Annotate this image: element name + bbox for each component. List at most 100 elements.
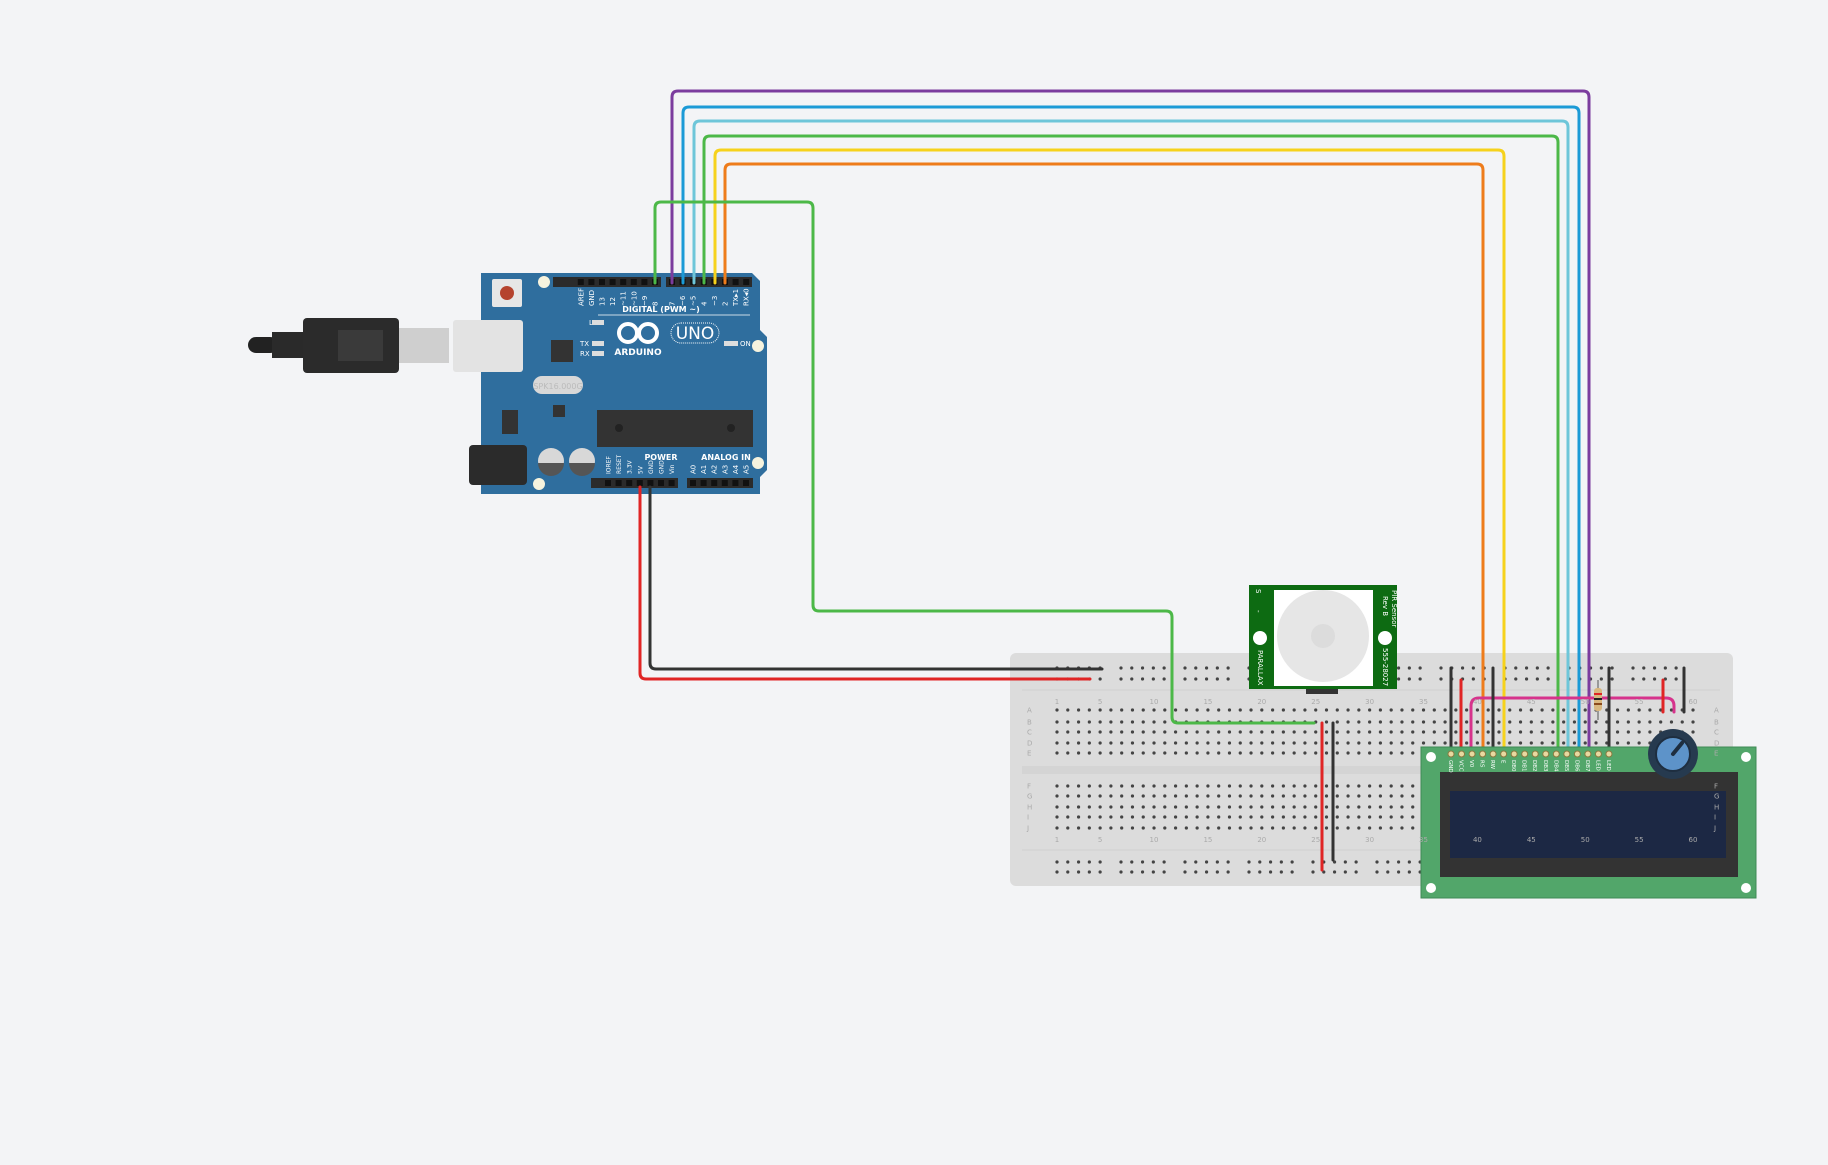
breadboard-hole[interactable] xyxy=(1432,741,1436,745)
breadboard-hole[interactable] xyxy=(1184,815,1188,819)
breadboard-hole[interactable] xyxy=(1055,730,1059,734)
breadboard-hole[interactable] xyxy=(1271,741,1275,745)
breadboard-hole[interactable] xyxy=(1163,794,1167,798)
breadboard-hole[interactable] xyxy=(1637,720,1641,724)
breadboard-hole[interactable] xyxy=(1173,730,1178,734)
breadboard-hole[interactable] xyxy=(1400,815,1404,819)
breadboard-hole[interactable] xyxy=(1303,815,1307,819)
breadboard-hole[interactable] xyxy=(1637,741,1641,745)
breadboard-hole[interactable] xyxy=(1109,805,1113,809)
breadboard-hole[interactable] xyxy=(1432,708,1436,712)
breadboard-hole[interactable] xyxy=(1163,741,1167,745)
breadboard-hole[interactable] xyxy=(1562,720,1566,724)
breadboard-hole[interactable] xyxy=(1141,730,1145,734)
breadboard-hole[interactable] xyxy=(1411,741,1415,745)
header-pin[interactable] xyxy=(732,480,739,486)
breadboard-hole[interactable] xyxy=(1130,826,1135,830)
power-rail-hole[interactable] xyxy=(1204,860,1209,864)
breadboard-hole[interactable] xyxy=(1130,730,1135,734)
power-rail-hole[interactable] xyxy=(1268,860,1273,864)
breadboard-hole[interactable] xyxy=(1281,751,1285,755)
breadboard-hole[interactable] xyxy=(1076,730,1081,734)
breadboard-hole[interactable] xyxy=(1648,708,1652,712)
breadboard-hole[interactable] xyxy=(1109,815,1113,819)
breadboard-hole[interactable] xyxy=(1314,794,1318,798)
breadboard-hole[interactable] xyxy=(1508,741,1512,745)
header-pin[interactable] xyxy=(721,480,728,486)
lcd-pin[interactable] xyxy=(1489,750,1497,758)
breadboard-hole[interactable] xyxy=(1335,784,1339,788)
breadboard-hole[interactable] xyxy=(1217,826,1221,830)
wire-green[interactable] xyxy=(702,134,1560,750)
breadboard-hole[interactable] xyxy=(1454,730,1458,734)
breadboard-hole[interactable] xyxy=(1615,730,1620,734)
power-rail-hole[interactable] xyxy=(1652,677,1657,681)
breadboard-hole[interactable] xyxy=(1475,730,1480,734)
power-rail-hole[interactable] xyxy=(1087,870,1091,874)
breadboard-hole[interactable] xyxy=(1120,751,1124,755)
power-rail-hole[interactable] xyxy=(1535,677,1539,681)
breadboard-hole[interactable] xyxy=(1184,794,1188,798)
breadboard-hole[interactable] xyxy=(1217,751,1221,755)
power-rail-hole[interactable] xyxy=(1151,860,1155,864)
breadboard-hole[interactable] xyxy=(1518,741,1523,745)
breadboard-hole[interactable] xyxy=(1227,805,1232,809)
power-rail-hole[interactable] xyxy=(1311,860,1315,864)
breadboard-hole[interactable] xyxy=(1572,741,1577,745)
breadboard-hole[interactable] xyxy=(1378,784,1382,788)
breadboard-hole[interactable] xyxy=(1497,720,1501,724)
power-rail-hole[interactable] xyxy=(1546,666,1550,670)
breadboard-hole[interactable] xyxy=(1637,730,1641,734)
breadboard-hole[interactable] xyxy=(1087,826,1091,830)
power-rail-hole[interactable] xyxy=(1674,677,1678,681)
breadboard-hole[interactable] xyxy=(1400,751,1404,755)
breadboard-hole[interactable] xyxy=(1411,794,1415,798)
breadboard-hole[interactable] xyxy=(1400,826,1404,830)
lcd-pin[interactable] xyxy=(1521,750,1529,758)
breadboard-hole[interactable] xyxy=(1292,708,1296,712)
breadboard-hole[interactable] xyxy=(1098,815,1102,819)
breadboard-hole[interactable] xyxy=(1454,741,1458,745)
breadboard-hole[interactable] xyxy=(1378,794,1382,798)
power-rail-hole[interactable] xyxy=(1098,860,1102,864)
breadboard-hole[interactable] xyxy=(1389,720,1393,724)
breadboard-hole[interactable] xyxy=(1152,720,1156,724)
breadboard-hole[interactable] xyxy=(1368,805,1372,809)
breadboard-hole[interactable] xyxy=(1626,720,1630,724)
breadboard-hole[interactable] xyxy=(1637,708,1641,712)
breadboard-hole[interactable] xyxy=(1281,784,1285,788)
power-rail-hole[interactable] xyxy=(1247,870,1251,874)
breadboard-hole[interactable] xyxy=(1486,741,1490,745)
breadboard-hole[interactable] xyxy=(1152,730,1156,734)
breadboard-hole[interactable] xyxy=(1368,794,1372,798)
breadboard-hole[interactable] xyxy=(1141,815,1145,819)
wire-lcd-v0[interactable] xyxy=(1469,696,1676,750)
breadboard-hole[interactable] xyxy=(1163,730,1167,734)
breadboard-hole[interactable] xyxy=(1411,720,1415,724)
breadboard-hole[interactable] xyxy=(1594,741,1598,745)
breadboard-hole[interactable] xyxy=(1206,805,1210,809)
breadboard-hole[interactable] xyxy=(1120,784,1124,788)
breadboard-hole[interactable] xyxy=(1475,741,1480,745)
breadboard-hole[interactable] xyxy=(1055,815,1059,819)
breadboard-hole[interactable] xyxy=(1076,708,1081,712)
breadboard-hole[interactable] xyxy=(1238,805,1242,809)
breadboard-hole[interactable] xyxy=(1454,708,1458,712)
power-rail-hole[interactable] xyxy=(1119,870,1123,874)
breadboard-hole[interactable] xyxy=(1400,741,1404,745)
breadboard-hole[interactable] xyxy=(1249,794,1253,798)
breadboard-hole[interactable] xyxy=(1130,720,1135,724)
power-rail-hole[interactable] xyxy=(1130,666,1134,670)
breadboard-hole[interactable] xyxy=(1540,720,1544,724)
breadboard-hole[interactable] xyxy=(1357,826,1361,830)
breadboard-hole[interactable] xyxy=(1421,720,1426,724)
wire-purple[interactable] xyxy=(670,89,1591,750)
breadboard-hole[interactable] xyxy=(1152,815,1156,819)
breadboard-hole[interactable] xyxy=(1421,708,1426,712)
breadboard-hole[interactable] xyxy=(1120,741,1124,745)
breadboard-hole[interactable] xyxy=(1076,784,1081,788)
breadboard-hole[interactable] xyxy=(1378,751,1382,755)
breadboard-hole[interactable] xyxy=(1357,730,1361,734)
power-rail-hole[interactable] xyxy=(1215,677,1219,681)
